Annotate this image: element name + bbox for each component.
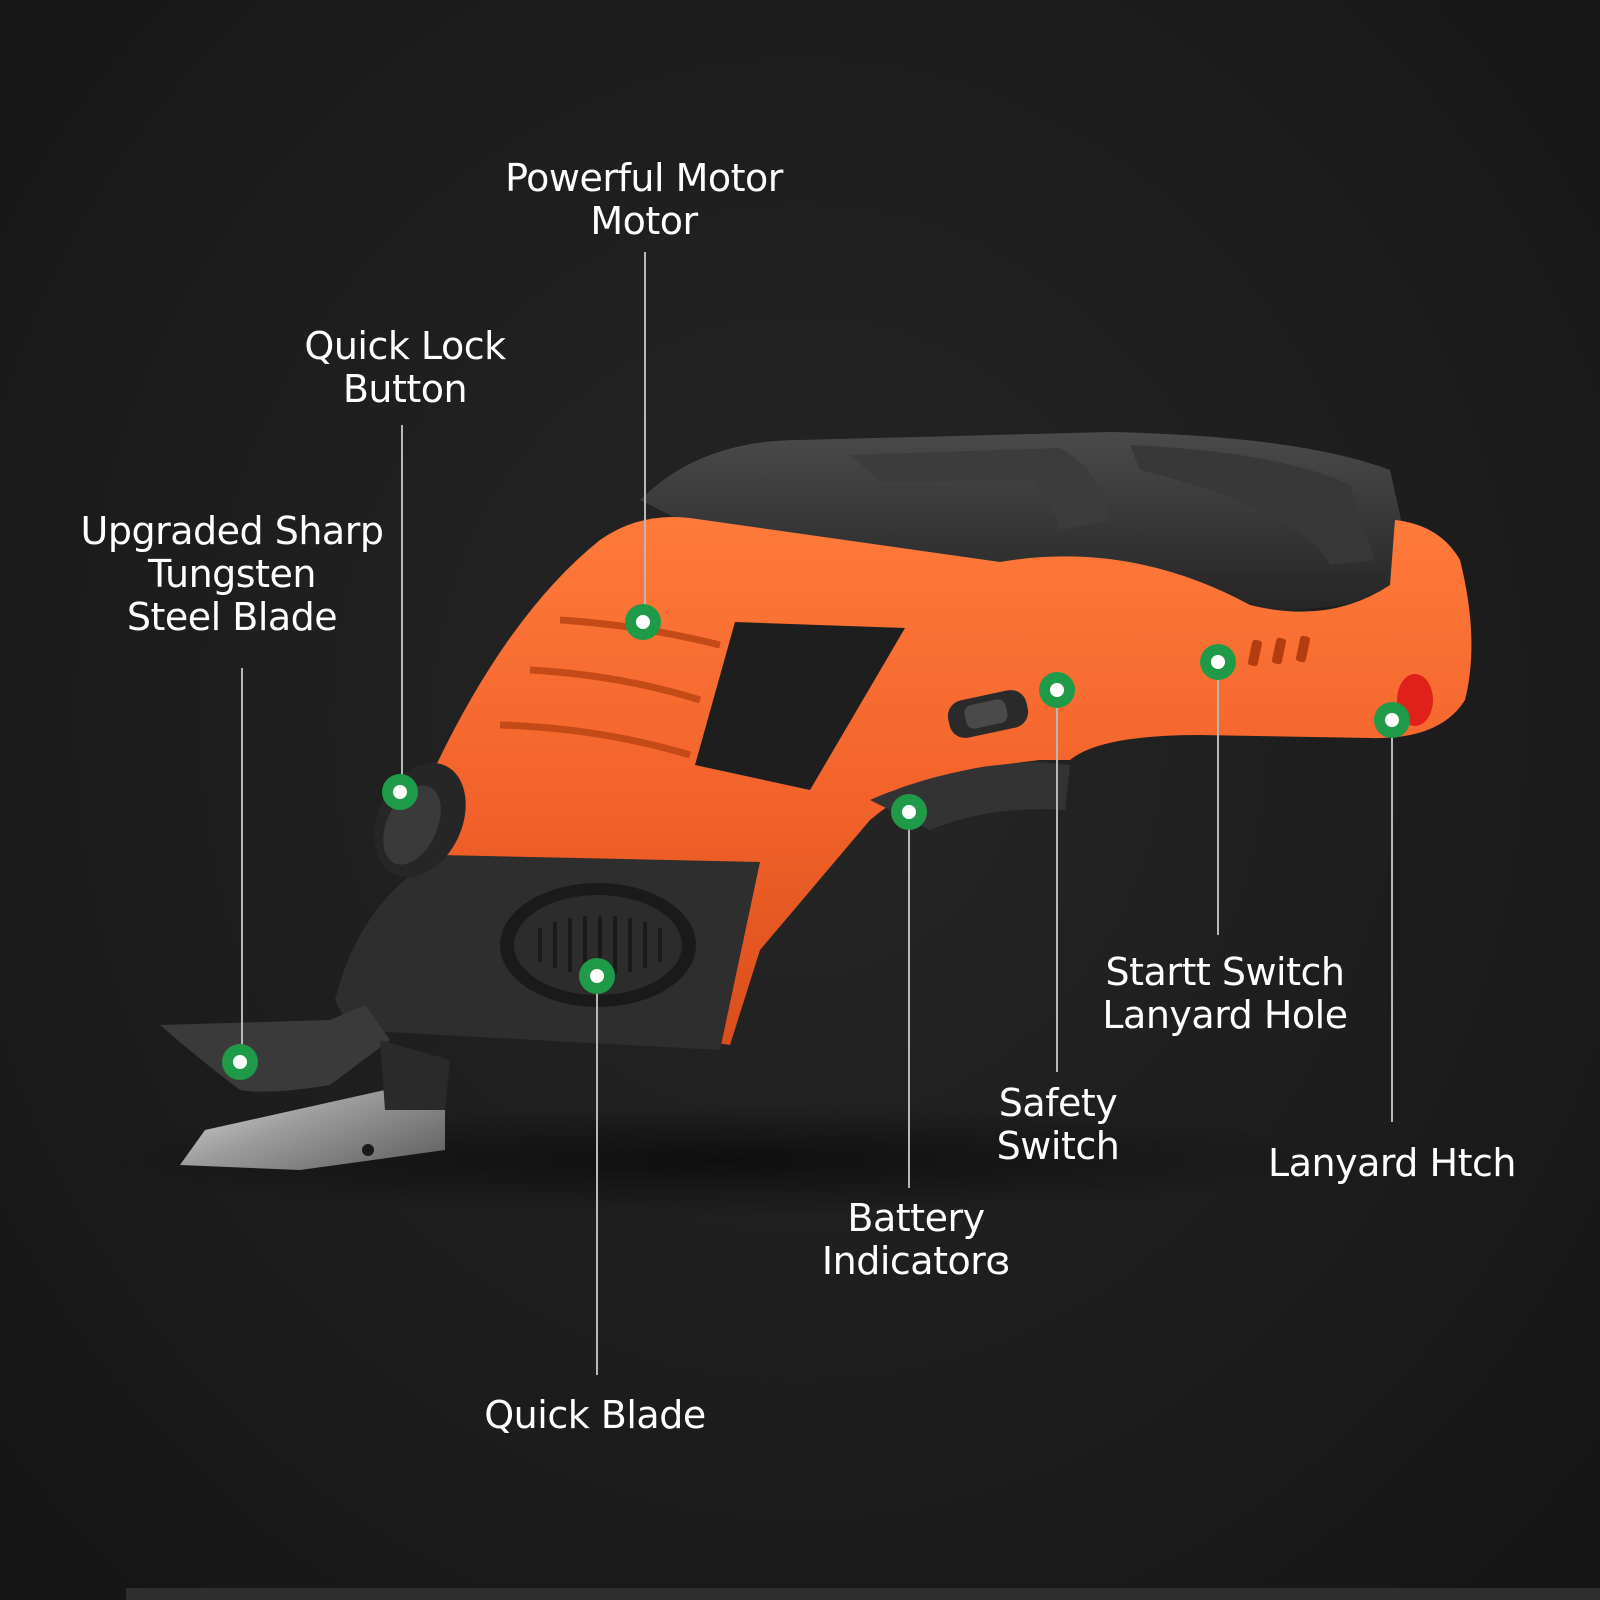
callout-line: Upgraded Sharp — [80, 509, 384, 553]
callout-line: Indicatorɞ — [821, 1239, 1011, 1283]
callout-line: Quick Blade — [484, 1393, 706, 1437]
marker-powerful-motor — [625, 604, 661, 640]
marker-battery — [891, 794, 927, 830]
callout-line: Steel Blade — [126, 595, 338, 639]
callout-line: Lanyard Htch — [1268, 1141, 1516, 1185]
blade-pivot-screw — [362, 1144, 374, 1156]
callout-upgraded-blade: Upgraded Sharp Tungsten Steel Blade — [81, 510, 384, 639]
marker-lanyard-hitch — [1374, 702, 1410, 738]
lower-blade — [180, 1060, 445, 1170]
callout-line: Quick Lock — [304, 324, 506, 368]
grip-ridge — [1130, 445, 1375, 565]
marker-dots — [222, 604, 1410, 1080]
callout-line: Lanyard Hole — [1102, 993, 1348, 1037]
upper-blade — [160, 1005, 390, 1092]
callout-safety-switch: Safety Switch — [997, 1082, 1120, 1168]
callout-powerful-motor: Powerful Motor Motor — [505, 157, 783, 243]
callout-line: Motor — [590, 199, 698, 243]
marker-blade — [222, 1044, 258, 1080]
callout-line: Safety — [998, 1081, 1118, 1125]
safety-switch-knob — [964, 699, 1008, 729]
marker-start-switch — [1200, 644, 1236, 680]
callout-line: Switch — [996, 1124, 1120, 1168]
vent-slot — [1271, 637, 1287, 665]
callout-lanyard-hitch: Lanyard Htch — [1268, 1142, 1516, 1185]
housing-window — [695, 622, 905, 790]
leader-lines — [241, 252, 1393, 1375]
vent-slot — [1295, 635, 1311, 663]
grip-ridge — [850, 448, 1110, 530]
blade-pivot-block — [380, 1040, 450, 1110]
callout-line: Tungsten — [148, 552, 316, 596]
callout-line: Powerful Motor — [505, 156, 783, 200]
marker-safety-switch — [1039, 672, 1075, 708]
housing-groove — [499, 721, 692, 759]
bottom-edge-strip — [126, 1588, 1600, 1600]
housing-groove — [529, 666, 702, 704]
vent-slot — [1247, 639, 1263, 667]
callout-quick-blade: Quick Blade — [484, 1393, 706, 1437]
callout-start-switch: Startt Switch Lanyard Hole — [1102, 950, 1348, 1037]
callout-battery-indicator: Battery Indicatorɞ — [821, 1196, 1011, 1283]
callout-line: Startt Switch — [1105, 950, 1345, 994]
callout-line: Button — [342, 367, 468, 411]
callout-line: Battery — [847, 1196, 985, 1240]
marker-quick-blade — [579, 958, 615, 994]
marker-quick-lock — [382, 774, 418, 810]
callout-quick-lock-button: Quick Lock Button — [304, 324, 506, 411]
